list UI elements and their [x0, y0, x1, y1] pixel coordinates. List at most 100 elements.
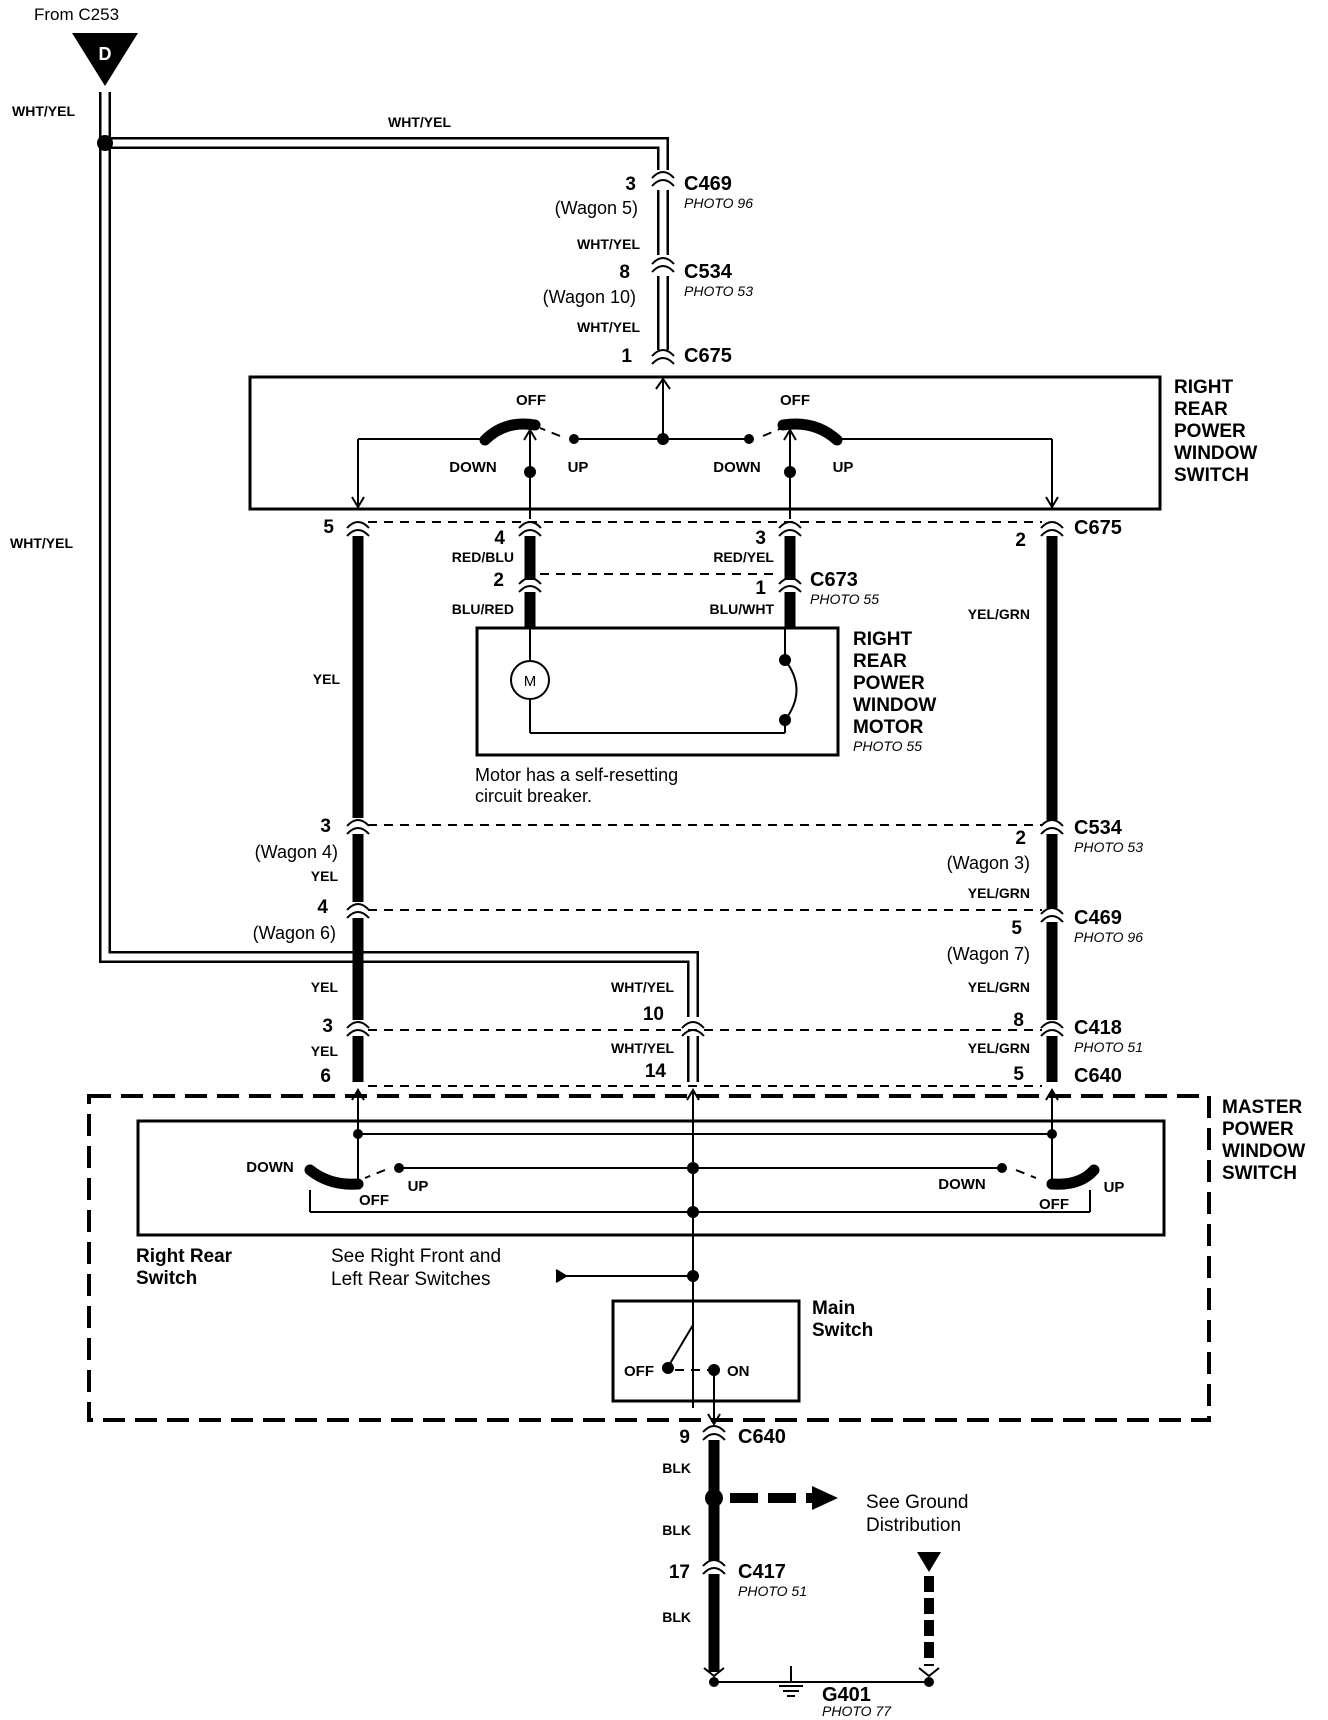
c534-pin-a: 8 — [619, 262, 630, 283]
rr-switch-box — [248, 375, 1162, 511]
c640-pin-6: 6 — [320, 1066, 331, 1087]
svg-text:SWITCH: SWITCH — [1174, 465, 1249, 486]
master-switch-title: MASTER POWER WINDOW SWITCH — [1222, 1097, 1305, 1184]
c534-pin-a-wagon: (Wagon 10) — [543, 287, 636, 307]
c675-pin-1: 1 — [621, 346, 632, 367]
c673-pin-1: 1 — [755, 578, 766, 599]
wire-label-blk-3: BLK — [662, 1609, 691, 1625]
wire-label-left: WHT/YEL — [10, 535, 73, 551]
source-triangle-letter: D — [99, 44, 112, 64]
master-rr-switch-2: Switch — [136, 1268, 197, 1289]
c534-pin-c: 3 — [320, 816, 331, 837]
c675-pin-4: 4 — [494, 528, 505, 549]
c675-pin-3: 3 — [755, 528, 766, 549]
wire-label-yel-grn-3: YEL/GRN — [968, 979, 1030, 995]
rr-switch-up-right: UP — [833, 459, 854, 476]
wire-label-source: WHT/YEL — [12, 103, 75, 119]
master-switch-box — [87, 1094, 1211, 1422]
master-inner-box — [136, 1119, 1166, 1237]
svg-text:WINDOW: WINDOW — [1222, 1141, 1305, 1162]
motor-photo: PHOTO 55 — [853, 738, 922, 754]
svg-text:MOTOR: MOTOR — [853, 717, 924, 738]
c675-pin-5: 5 — [323, 517, 334, 538]
c418-photo: PHOTO 51 — [1074, 1039, 1143, 1055]
c418-pin-10: 10 — [643, 1004, 664, 1025]
c534-name-lower: C534 — [1074, 817, 1123, 839]
wire-label-yel-grn-1: YEL/GRN — [968, 606, 1030, 622]
motor-title: RIGHT REAR POWER WINDOW MOTOR — [853, 629, 936, 738]
wire-label-blu-red: BLU/RED — [452, 601, 514, 617]
c418-name: C418 — [1074, 1017, 1122, 1039]
motor-box — [475, 626, 840, 757]
wire-label-wht-yel-c640: WHT/YEL — [611, 1040, 674, 1056]
motor-symbol-letter: M — [524, 673, 537, 690]
motor-note-2: circuit breaker. — [475, 786, 592, 806]
c417-pin-17: 17 — [669, 1562, 690, 1583]
master-down-left: DOWN — [246, 1159, 294, 1176]
master-lever-left — [304, 1164, 364, 1190]
c675-pin-2: 2 — [1015, 530, 1026, 551]
c534-name: C534 — [684, 261, 733, 283]
wire-label-yel-2: YEL — [311, 868, 339, 884]
master-lever-right — [1046, 1164, 1100, 1190]
rr-switch-down-left: DOWN — [449, 459, 497, 476]
c534-pin-c-wagon: (Wagon 4) — [255, 842, 338, 862]
master-off-right: OFF — [1039, 1196, 1069, 1213]
c418-pin-3: 3 — [322, 1016, 333, 1037]
master-up-right: UP — [1104, 1179, 1125, 1196]
svg-text:WINDOW: WINDOW — [1174, 443, 1257, 464]
svg-text:POWER: POWER — [1174, 421, 1246, 442]
main-switch-box — [611, 1299, 801, 1403]
c469-pin-a-wagon: (Wagon 5) — [555, 198, 638, 218]
wire-label-yel-grn-2: YEL/GRN — [968, 885, 1030, 901]
c673-photo: PHOTO 55 — [810, 591, 879, 607]
master-see-2: Left Rear Switches — [331, 1269, 490, 1290]
c640-name: C640 — [1074, 1065, 1122, 1087]
c640-name-lower: C640 — [738, 1426, 786, 1448]
master-off-left: OFF — [359, 1192, 389, 1209]
c534-pin-b-wagon: (Wagon 3) — [947, 853, 1030, 873]
svg-text:SWITCH: SWITCH — [1222, 1163, 1297, 1184]
svg-text:RIGHT: RIGHT — [853, 629, 913, 650]
c469-name-lower: C469 — [1074, 907, 1122, 929]
motor-note-1: Motor has a self-resetting — [475, 765, 678, 785]
wire-label-red-blu: RED/BLU — [452, 549, 514, 565]
wire-label-top: WHT/YEL — [388, 114, 451, 130]
c469-pin-b: 5 — [1011, 918, 1022, 939]
c675-name-bottom: C675 — [1074, 517, 1122, 539]
svg-text:MASTER: MASTER — [1222, 1097, 1303, 1118]
svg-text:RIGHT: RIGHT — [1174, 377, 1234, 398]
main-switch-title-1: Main — [812, 1298, 855, 1319]
wire-label-blu-wht: BLU/WHT — [709, 601, 774, 617]
c640-pin-14: 14 — [645, 1061, 667, 1082]
c469-photo: PHOTO 96 — [684, 195, 753, 211]
master-rr-switch-1: Right Rear — [136, 1246, 233, 1267]
wire-label-yel-grn-4: YEL/GRN — [968, 1040, 1030, 1056]
wire-label-yel-4: YEL — [311, 1043, 339, 1059]
wire-label-red-yel: RED/YEL — [713, 549, 774, 565]
ground-see-2: Distribution — [866, 1515, 961, 1536]
main-switch-off: OFF — [624, 1363, 654, 1380]
c469-pin-c-wagon: (Wagon 6) — [253, 923, 336, 943]
main-switch-on: ON — [727, 1363, 750, 1380]
c469-name: C469 — [684, 173, 732, 195]
ground-splice — [705, 1489, 723, 1507]
master-see-1: See Right Front and — [331, 1246, 501, 1267]
master-internal — [309, 1088, 1091, 1408]
rr-switch-title: RIGHT REAR POWER WINDOW SWITCH — [1174, 377, 1257, 486]
ground-triangle — [917, 1552, 941, 1572]
wire-label-yel-1: YEL — [313, 671, 341, 687]
wire-label-c534-c675: WHT/YEL — [577, 319, 640, 335]
rr-switch-off-left: OFF — [516, 392, 546, 409]
svg-text:POWER: POWER — [1222, 1119, 1294, 1140]
wht-yel-wire — [99, 92, 699, 1082]
svg-text:POWER: POWER — [853, 673, 925, 694]
rr-switch-lever-right — [777, 418, 843, 446]
c418-pin-8: 8 — [1013, 1010, 1024, 1031]
rr-switch-off-right: OFF — [780, 392, 810, 409]
g401-photo: PHOTO 77 — [822, 1703, 892, 1719]
c469-pin-a: 3 — [625, 174, 636, 195]
rr-switch-lever-left — [479, 418, 541, 446]
rr-switch-internal — [351, 377, 1059, 519]
